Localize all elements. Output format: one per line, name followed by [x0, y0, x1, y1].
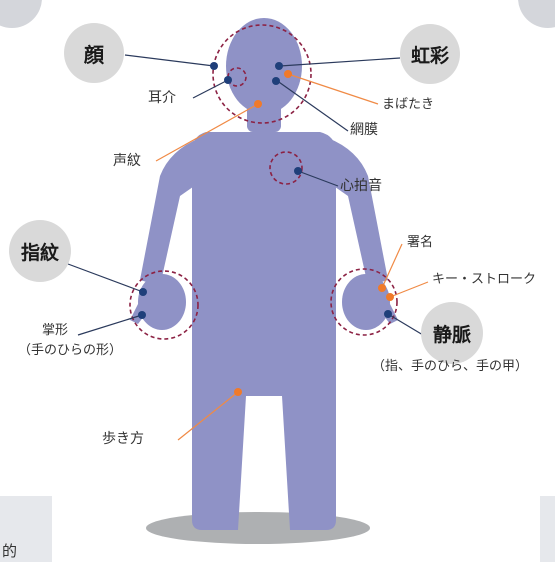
vein-sublabel: （指、手のひら、手の甲） [372, 359, 529, 374]
ear-label: 耳介 [148, 90, 176, 106]
ground-shadow [146, 512, 370, 544]
voice-dot [254, 100, 262, 108]
signature-label: 署名 [407, 235, 434, 250]
retina-label: 網膜 [350, 122, 378, 138]
signature-dot [378, 284, 386, 292]
voice-label: 声紋 [113, 153, 141, 169]
palm-shape-sublabel: （手のひらの形） [18, 343, 123, 358]
blink-label: まばたき [382, 97, 435, 112]
corner-rect-right [540, 496, 555, 562]
iris-dot [275, 62, 283, 70]
left-hand-ring [129, 270, 199, 340]
heartbeat-label: 心拍音 [340, 178, 382, 194]
right-hand-ring [330, 268, 398, 336]
head-ring [212, 24, 312, 124]
human-silhouette [130, 18, 398, 530]
iris-badge: 虹彩 [400, 24, 460, 84]
blink-dot [284, 70, 292, 78]
gait-label: 歩き方 [102, 431, 144, 447]
vein-dot [384, 310, 392, 318]
palm-shape-label: 掌形 [42, 323, 69, 338]
cut-off-text: 的 [2, 542, 18, 560]
corner-rect-left [0, 496, 52, 562]
highlight-rings [129, 24, 398, 340]
connector-lines [67, 54, 424, 336]
ear-dot [224, 76, 232, 84]
fingerprint-dot [139, 288, 147, 296]
heart-ring [269, 151, 303, 185]
palm-dot [138, 311, 146, 319]
retina-dot [272, 77, 280, 85]
keystroke-dot [386, 293, 394, 301]
face-dot [210, 62, 218, 70]
gait-dot [234, 388, 242, 396]
heart-dot [294, 167, 302, 175]
corner-circle-left [0, 0, 42, 28]
vein-badge: 静脈 [421, 302, 483, 364]
marker-dots [138, 62, 394, 396]
connector-lines-orange [155, 73, 429, 441]
face-badge: 顔 [64, 23, 124, 83]
fingerprint-badge: 指紋 [9, 220, 71, 282]
corner-circle-right [518, 0, 555, 28]
keystroke-label: キー・ストローク [432, 272, 537, 287]
